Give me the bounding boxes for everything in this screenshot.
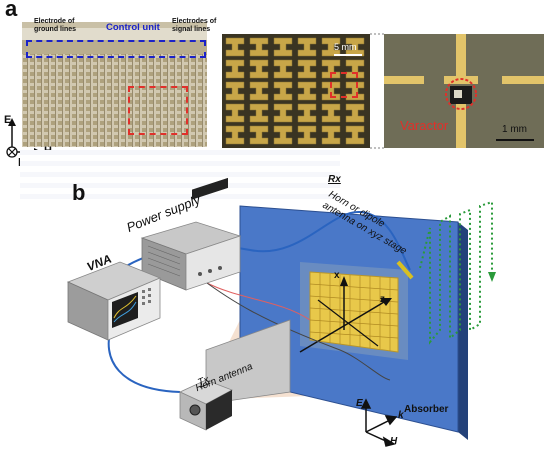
power-supply (140, 177, 242, 291)
unit-cell (249, 81, 269, 101)
unit-cell (321, 103, 341, 123)
unit-cell (225, 37, 245, 57)
zoom-highlight-box (330, 72, 358, 98)
label-rx: Rx (328, 174, 341, 185)
cable-power (204, 281, 311, 321)
faded-band (20, 150, 340, 200)
cable-power-2 (199, 277, 391, 381)
unit-cell (249, 103, 269, 123)
label-varactor: Varactor (400, 118, 449, 133)
label-ground-lines: Electrode of ground lines (34, 18, 76, 33)
control-unit-box (26, 40, 206, 58)
unit-cell (345, 37, 365, 57)
axis-a-e: E (4, 114, 12, 126)
unit-cell (273, 81, 293, 101)
scan-path (419, 200, 493, 345)
absorber-wall-side (458, 222, 468, 440)
varactor-graphic (384, 34, 544, 148)
axis-b-e: E (356, 398, 363, 409)
vna (66, 261, 162, 341)
axis-b-x: x (334, 270, 340, 281)
unit-cell (297, 59, 317, 79)
panel-b-letter: b (72, 180, 86, 205)
unit-cell (345, 125, 365, 145)
unit-cell (273, 59, 293, 79)
board-photo (22, 22, 207, 147)
unit-cell-graphic (222, 34, 370, 148)
metasurface (309, 271, 399, 353)
unit-cell (273, 125, 293, 145)
unit-cell (249, 37, 269, 57)
label-absorber: Absorber (404, 404, 449, 415)
unit-cell-photo (222, 34, 370, 148)
axis-b-k: k (398, 410, 404, 421)
panel-a-letter: a (5, 0, 18, 21)
unit-cell (273, 37, 293, 57)
unit-cell (273, 103, 293, 123)
scale-bar-1mm (496, 139, 534, 141)
scale-label-5mm: 5 mm (334, 42, 357, 52)
unit-cell (297, 103, 317, 123)
unit-cell (225, 81, 245, 101)
rx-probe (396, 260, 414, 280)
label-signal-lines: Electrodes of signal lines (172, 18, 217, 33)
scale-bar-5mm (334, 54, 362, 56)
unit-cell (345, 81, 365, 101)
metasurface-grid (309, 273, 399, 351)
unit-cell (297, 37, 317, 57)
unit-cell (225, 125, 245, 145)
scale-label-1mm: 1 mm (502, 124, 527, 135)
unit-cell (249, 125, 269, 145)
panel-b-axes (360, 398, 398, 447)
unit-cell (321, 37, 341, 57)
unit-cell (321, 125, 341, 145)
unit-cell (225, 103, 245, 123)
axis-b-h: H (390, 436, 398, 447)
label-control-unit: Control unit (106, 22, 160, 33)
tx-horn-antenna (179, 319, 291, 431)
board-photo-graphic (22, 22, 207, 147)
unit-cell (249, 59, 269, 79)
axis-b-z: z (380, 294, 385, 305)
highlight-region-box (128, 86, 188, 135)
unit-cell (297, 81, 317, 101)
unit-cell (225, 59, 245, 79)
unit-cell (345, 103, 365, 123)
varactor-photo (384, 34, 544, 148)
unit-cell (297, 125, 317, 145)
